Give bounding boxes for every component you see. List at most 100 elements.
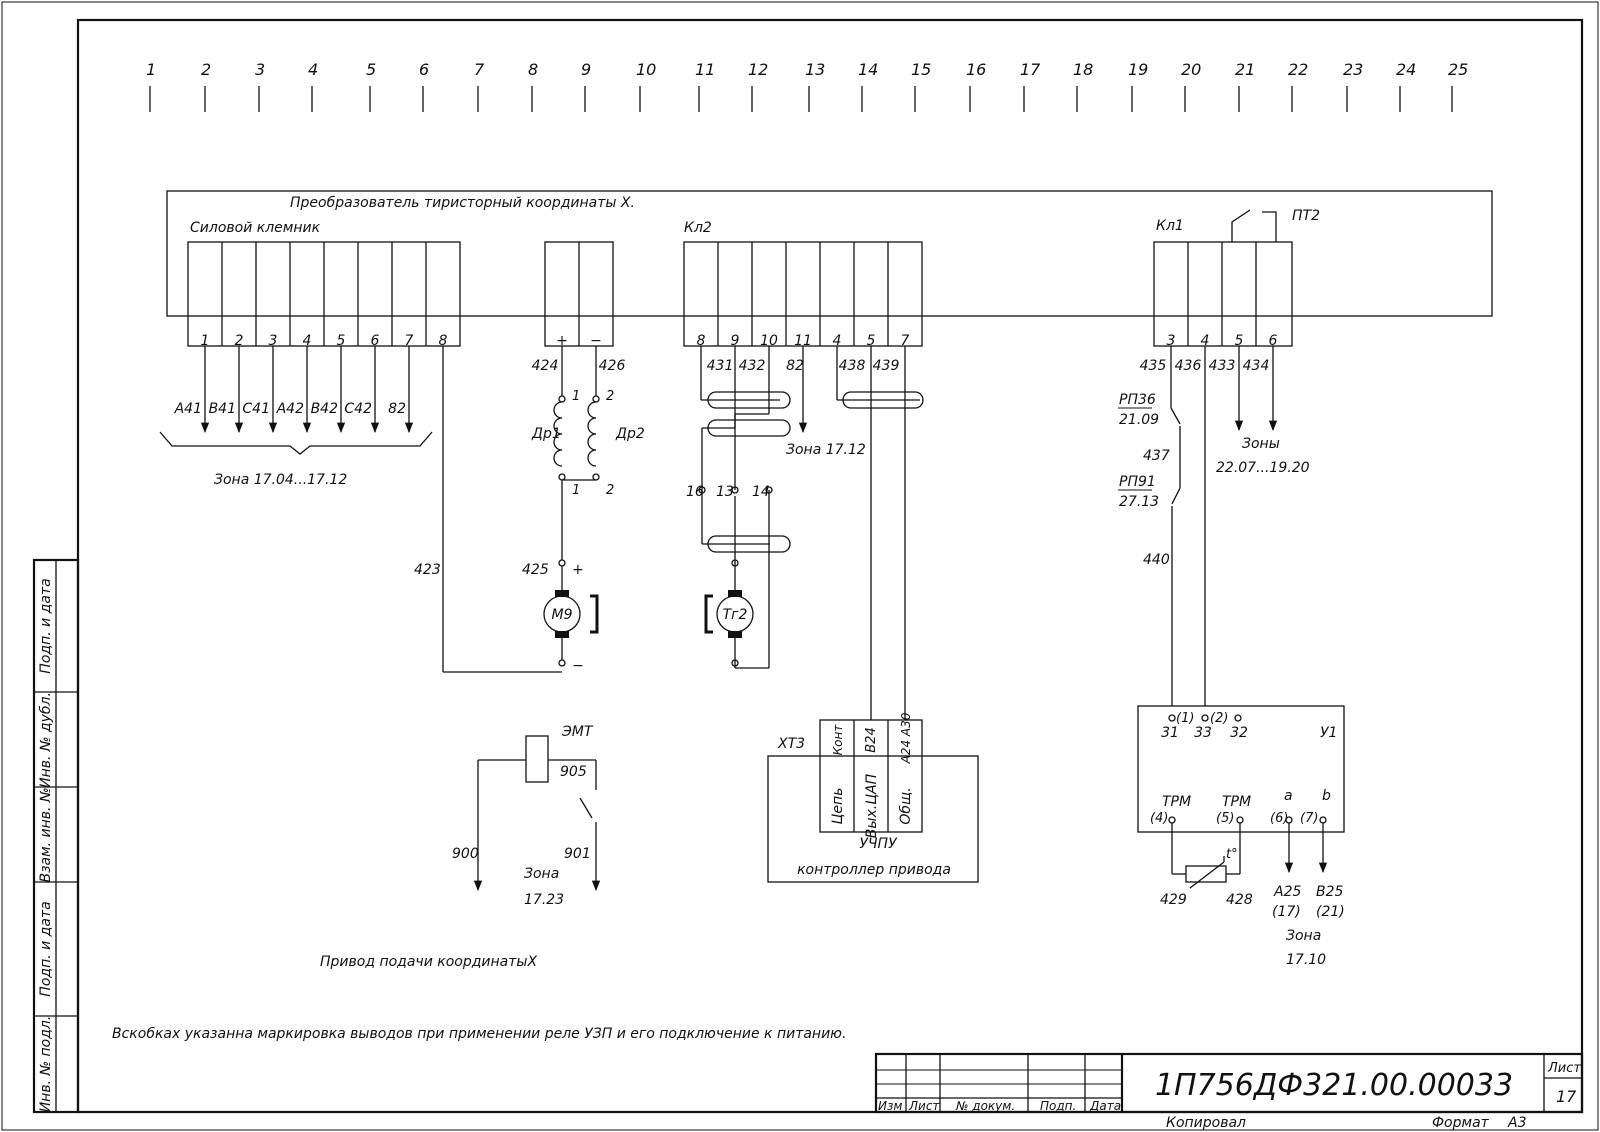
drive-caption: Привод подачи координатыX — [320, 954, 537, 970]
thermistor — [1171, 823, 1241, 889]
contact-label: 13 — [716, 484, 734, 500]
zone-brace — [159, 431, 433, 455]
kl1-pin: 6 — [1269, 333, 1278, 349]
column-number: 17 — [1020, 60, 1041, 79]
format-value: А3 — [1507, 1115, 1526, 1131]
column-number: 24 — [1396, 60, 1416, 79]
xt3-label: ХТ3 — [777, 736, 805, 752]
choke-pin: 1 — [572, 389, 580, 404]
side-stamp: Подп. и дата Инв. № дубл. Взам. инв. № П… — [32, 558, 80, 1114]
kl1-label: Кл1 — [1156, 218, 1184, 234]
column-number: 11 — [695, 60, 715, 79]
sheet-label: Лист — [1547, 1061, 1581, 1076]
column-number: 21 — [1235, 60, 1255, 79]
kl1-terminal — [1153, 241, 1293, 347]
footnote: Вскобках указанна маркировка выводов при… — [112, 1026, 846, 1042]
xt3-connector — [819, 719, 923, 833]
uchpu-label: УЧПУ — [859, 836, 898, 852]
column-number: 14 — [858, 60, 878, 79]
power-wire-label: В42 — [311, 401, 339, 417]
converter-title: Преобразователь тиристорный координаты X… — [290, 195, 635, 211]
choke-label: Др2 — [615, 426, 645, 442]
column-number: 23 — [1343, 60, 1363, 79]
column-number: 5 — [366, 60, 376, 79]
wire-label: 438 — [839, 358, 866, 374]
title-col: Лист — [908, 1099, 940, 1113]
column-number: 3 — [255, 60, 265, 79]
column-number: 12 — [748, 60, 768, 79]
kl1-zones-range: 22.07...19.20 — [1216, 460, 1310, 476]
xt3-cell: Вых.ЦАП — [864, 773, 880, 838]
power-pin: 2 — [235, 333, 244, 349]
wire-label: 434 — [1243, 358, 1270, 374]
u1-box — [1137, 705, 1345, 833]
u1-pin-num: (1) — [1176, 711, 1194, 726]
xt3-cell: В24 — [864, 727, 879, 752]
title-block — [874, 1052, 1584, 1114]
emt-zone: Зона — [524, 866, 559, 882]
wire-label: 82 — [786, 358, 804, 374]
tacho-label: Тг2 — [723, 607, 748, 623]
contact-label: 14 — [752, 484, 770, 500]
power-wire-label: С42 — [344, 401, 372, 417]
wire-label: 437 — [1143, 448, 1170, 464]
wire-label: 432 — [739, 358, 766, 374]
u1-pin: 31 — [1161, 725, 1179, 741]
xt3-cell: Цепь — [830, 788, 846, 825]
wire-label: 431 — [707, 358, 734, 374]
relay-ref: 27.13 — [1119, 494, 1159, 510]
sheet-number: 17 — [1556, 1087, 1577, 1106]
kl2-pin: 11 — [794, 333, 812, 349]
u1-b: b — [1322, 788, 1331, 804]
column-number: 1 — [146, 60, 156, 79]
wire-label: 440 — [1143, 552, 1170, 568]
column-number: 4 — [308, 60, 318, 79]
wire-label: 901 — [564, 846, 591, 862]
column-number: 18 — [1073, 60, 1093, 79]
wire-label: 435 — [1140, 358, 1167, 374]
u1-out-num: (17) — [1272, 904, 1301, 920]
wire-label: 436 — [1175, 358, 1202, 374]
choke-pin: 2 — [606, 389, 614, 404]
kl1-pin: 3 — [1167, 333, 1176, 349]
uchpu-box — [767, 755, 979, 883]
wire-label: 905 — [560, 764, 587, 780]
kl2-terminal — [683, 241, 923, 347]
power-wire-label: В41 — [209, 401, 236, 417]
power-pin: 5 — [337, 333, 346, 349]
column-number: 8 — [528, 60, 538, 79]
choke-label: Др1 — [531, 426, 561, 442]
motor-label: М9 — [552, 607, 573, 623]
relay-label: РП36 — [1119, 392, 1156, 408]
format-label: Формат — [1432, 1115, 1490, 1131]
power-wire-label: С41 — [242, 401, 270, 417]
u1-out-num: (21) — [1316, 904, 1345, 920]
kl2-pin: 5 — [867, 333, 876, 349]
kl1-zones: Зоны — [1242, 436, 1280, 452]
xt3-cell: А24 А30 — [899, 712, 913, 764]
motor-wire-label: 425 — [522, 562, 549, 578]
u1-label: У1 — [1320, 725, 1337, 741]
u1-pin-num: (5) — [1216, 811, 1234, 826]
copied-label: Копировал — [1166, 1115, 1246, 1131]
wire-label: 900 — [452, 846, 479, 862]
column-number: 25 — [1448, 60, 1468, 79]
u1-out: В25 — [1316, 884, 1344, 900]
column-number: 6 — [419, 60, 429, 79]
kl2-pin: 9 — [731, 333, 740, 349]
title-col: Подп. — [1040, 1099, 1076, 1113]
u1-trm: ТРМ — [1162, 794, 1191, 810]
power-pin: 4 — [303, 333, 312, 349]
power-wire-label: А42 — [276, 401, 304, 417]
power-terminal-label: Силовой клемник — [190, 220, 321, 236]
u1-out: А25 — [1273, 884, 1301, 900]
u1-pin: 32 — [1230, 725, 1248, 741]
power-wire-label: 82 — [388, 401, 406, 417]
kl2-pin: 8 — [697, 333, 706, 349]
column-number: 7 — [474, 60, 485, 79]
power-terminal-dividers — [221, 242, 427, 346]
u1-pin-num: (4) — [1150, 811, 1168, 826]
u1-pin: 33 — [1194, 725, 1212, 741]
